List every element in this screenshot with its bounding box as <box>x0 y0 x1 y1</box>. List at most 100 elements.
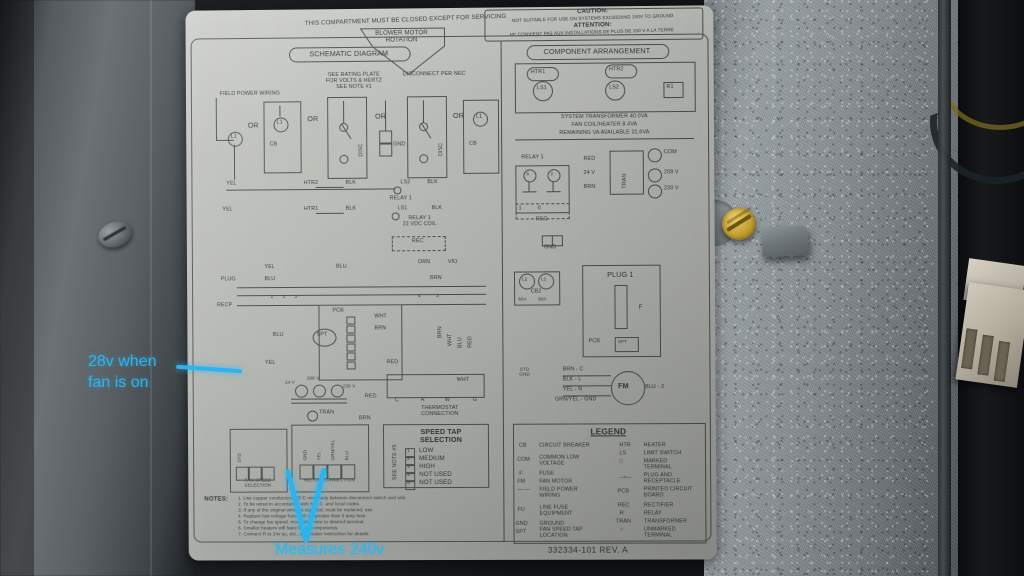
annotation-v-arrow <box>285 468 327 543</box>
wire-yel-3: YEL <box>264 264 275 271</box>
wire-red-vert: RED <box>467 336 474 348</box>
ls1-label: LS1 <box>397 205 408 212</box>
part-number: 332334-101 REV. A <box>547 544 629 555</box>
cb2-rating-1: 60A <box>518 296 527 302</box>
disconnect-note: DISCONNECT PER NEC <box>402 70 466 78</box>
metal-texture <box>704 0 964 576</box>
schematic-title: SCHEMATIC DIAGRAM <box>309 48 389 59</box>
relay1-schematic-label: RELAY 1 <box>389 195 412 202</box>
wire-blu-2: BLU <box>272 331 284 338</box>
speed-tap-low: LOW <box>419 447 434 455</box>
legend-title: LEGEND <box>590 426 627 437</box>
legend-sym-r: R <box>619 510 624 517</box>
legend-def-htr: HEATER <box>643 442 666 449</box>
plug1-title: PLUG 1 <box>607 269 634 280</box>
relay1-arr-title: RELAY 1 <box>521 154 544 161</box>
legend-sym-field: — — <box>517 486 530 493</box>
legend-sym-fu: FU <box>517 506 525 513</box>
wire-blk-2: BLK <box>345 205 357 212</box>
cabinet-edge-shadow <box>0 0 34 576</box>
gnd-label-arr: GND <box>543 244 557 251</box>
wire-brn-1: BRN <box>429 275 442 282</box>
blower-rotation-arrow-icon <box>360 27 446 76</box>
legend-def-rec: RECTIFIER <box>643 502 674 509</box>
tstat-term-w: W <box>444 397 450 404</box>
legend-def-f: FUSE <box>539 470 555 477</box>
relay-term-6: 6 <box>526 171 530 177</box>
tran-24v-arr: 24 V <box>583 169 596 176</box>
speed-tap-notused-2: NOT USED <box>419 478 452 487</box>
plug1-fuse: F <box>638 303 643 311</box>
wire-blu-1: BLU <box>264 276 276 283</box>
speed-tap-num-5: 5 <box>407 480 410 486</box>
field-power-wiring-label: FIELD POWER WIRING <box>219 90 280 98</box>
legend-def-pcb: PRINTED CIRCUIT BOARD <box>643 486 693 499</box>
speed-tap-title: SPEED TAP SELECTION <box>419 426 462 444</box>
metal-tab <box>761 225 809 257</box>
tran-tap-230v: 230 V <box>342 383 356 389</box>
tran-230v: 230 V <box>664 185 679 192</box>
legend-sym-marked: □ <box>619 458 623 465</box>
legend-sym-f: F <box>519 470 523 477</box>
tran-label-arr: TRAN <box>621 173 628 189</box>
motor-wire-yel: YEL - N <box>562 386 583 393</box>
or-label-2: OR <box>307 114 319 124</box>
rec-row: 1 0 <box>518 205 541 212</box>
cabinet-left-wall <box>0 0 195 576</box>
legend-def-cb: CIRCUIT BREAKER <box>539 442 590 449</box>
annotation-fan-voltage: 28v when fan is on <box>88 353 157 391</box>
wire-brn-vert: BRN <box>437 326 444 339</box>
speed-tap-num-2: 2 <box>407 456 410 462</box>
legend-sym-ls: LS <box>619 450 627 457</box>
rating-plate-note: SEE RATING PLATE FOR VOLTS & HERTZ SEE N… <box>325 71 383 90</box>
cb-label-2: CB <box>469 140 477 147</box>
legend-def-plug: PLUG AND RECEPTACLE <box>643 472 681 485</box>
disc-label-2: DISC <box>438 142 445 157</box>
wire-red-1: RED <box>386 359 399 366</box>
tstat-term-c: C <box>394 397 399 404</box>
legend-def-fu: LINE FUSE EQUIPMENT <box>539 504 573 517</box>
relay-coil-label: RELAY 1 22 VDC COIL <box>402 215 437 228</box>
wire-yel-4: YEL <box>265 359 276 366</box>
pcb-label-schematic: PCB <box>332 307 344 314</box>
legend-sym-plug: →»— <box>617 474 632 481</box>
legend-sym-unmarked: ○ <box>619 526 624 533</box>
wire-blk-4: BLK <box>431 205 443 212</box>
l1-label-2: L1 <box>276 119 283 126</box>
ls2-label: LS2 <box>400 179 411 186</box>
legend-sym-rec: REC <box>617 502 630 509</box>
wire-vio: VIO <box>447 258 458 266</box>
cabinet-seam <box>150 0 152 576</box>
cb2-rating-2: 60A <box>538 296 547 302</box>
rec-label-arr: REC <box>535 216 548 223</box>
spt-label-arr: SPT <box>617 339 628 345</box>
speed-tap-notused-1: NOT USED <box>419 470 452 479</box>
legend-def-unmarked: UNMARKED TERMINAL <box>643 526 676 539</box>
wire-blu-vert: BLU <box>457 337 464 348</box>
motor-wire-blu: BLU - 2 <box>645 384 665 391</box>
wire-orn: ORN <box>417 259 431 266</box>
wire-brn-2: BRN <box>374 325 387 332</box>
speed-tap-num-1: 1 <box>407 448 410 454</box>
motor-wire-gnd: GRN/YEL - GND <box>554 396 597 403</box>
cabinet-post <box>938 0 951 576</box>
tran-brn-arr: BRN <box>583 183 596 190</box>
rec-label-schematic: REC <box>411 238 424 245</box>
l1-label-4: L1 <box>475 113 483 120</box>
legend-def-tran: TRANSFORMER <box>643 518 687 525</box>
wire-blk-3: BLK <box>427 179 438 186</box>
speed-tap-high: HIGH <box>419 463 436 471</box>
cb2-label: CB2 <box>530 288 542 295</box>
tran-com: COM <box>663 149 677 156</box>
wire-blk-5: BLU <box>336 263 347 270</box>
legend-sym-pcb: PCB <box>617 488 630 495</box>
ls1-label-arr: LS1 <box>536 85 547 92</box>
wire-wht-1: WHT <box>374 313 387 320</box>
motor-wire-brn: BRN - C <box>562 366 584 373</box>
legend-def-fm: FAN MOTOR <box>539 478 573 485</box>
speed-tap-num-3: 3 <box>407 464 410 470</box>
legend-def-ls: LIMIT SWITCH <box>643 450 682 457</box>
htr1-label-arr: HTR1 <box>530 69 546 76</box>
legend-sym-com: COM <box>517 456 531 463</box>
